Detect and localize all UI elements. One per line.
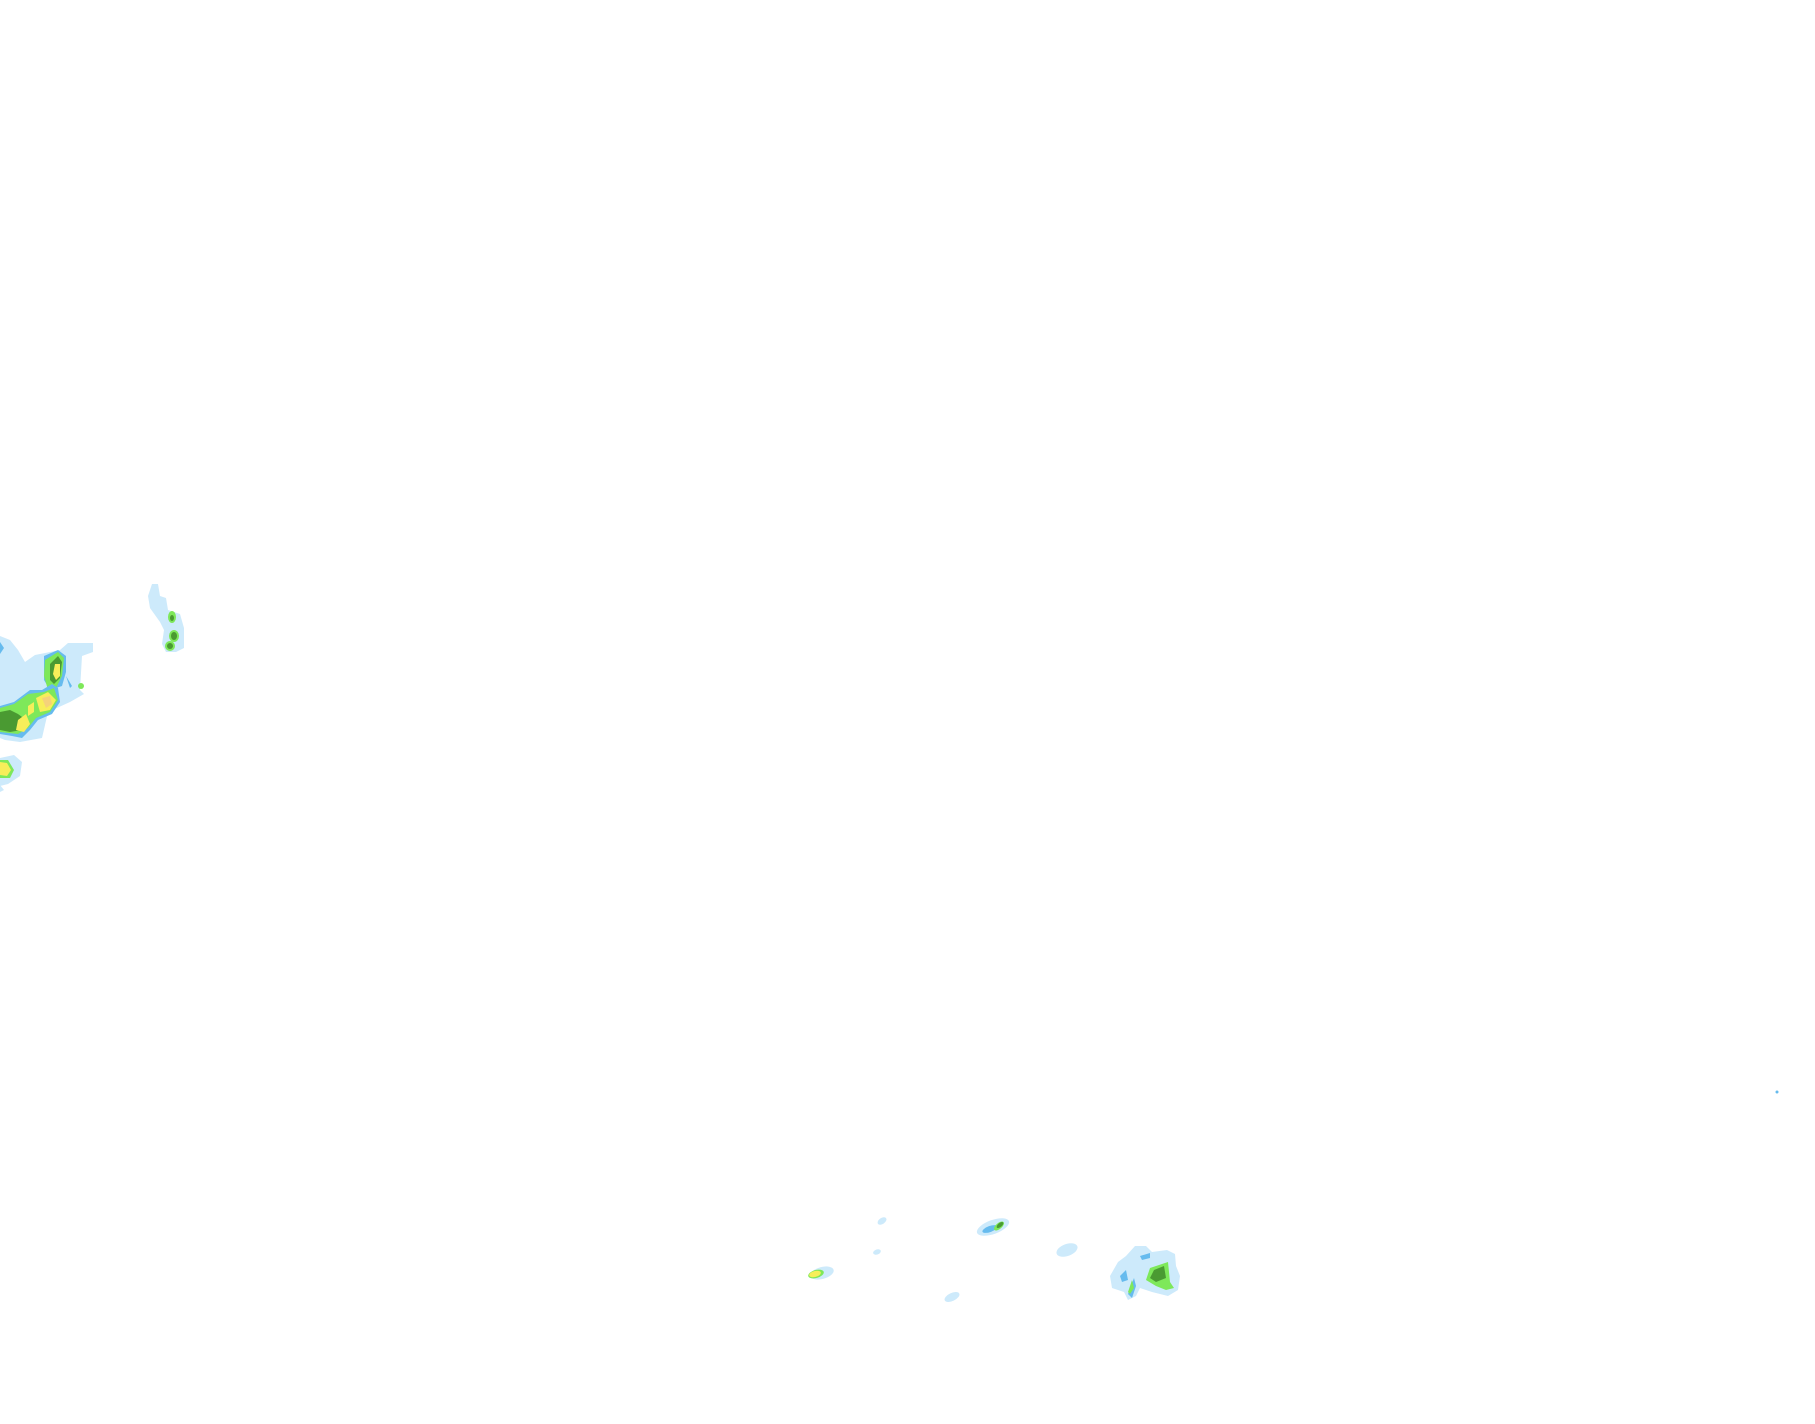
precip-cell-east-speck xyxy=(1775,1090,1779,1094)
precip-cell-west-main xyxy=(0,636,93,742)
precip-cell-south-4 xyxy=(944,1292,960,1302)
precip-cell-west-south xyxy=(0,755,22,792)
precip-cell-south-5 xyxy=(976,1218,1010,1236)
precip-cell-south-6 xyxy=(1056,1243,1078,1257)
precip-cell-southeast xyxy=(1110,1246,1180,1300)
precip-cell-south-1 xyxy=(808,1266,834,1280)
precip-cell-south-3 xyxy=(873,1249,881,1255)
precip-cell-northwest xyxy=(148,584,184,652)
precip-cell-south-2 xyxy=(877,1217,887,1225)
